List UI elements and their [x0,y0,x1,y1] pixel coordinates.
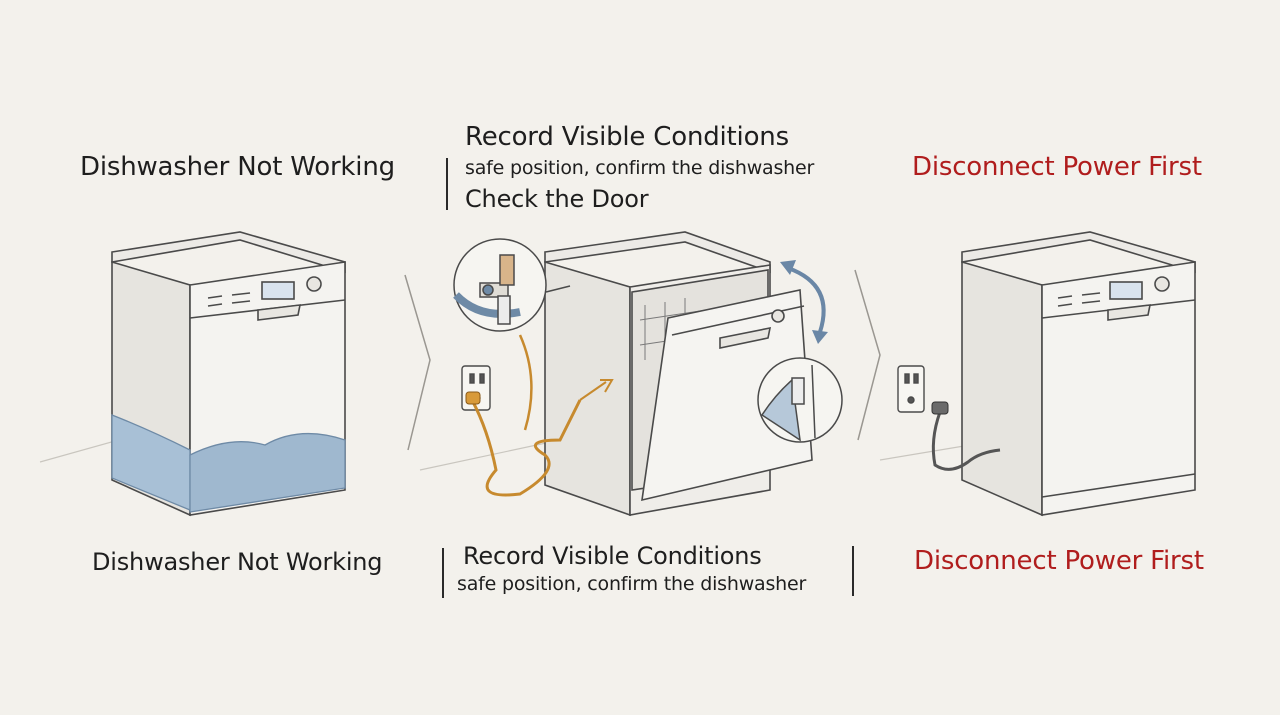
dishwasher-middle [544,231,813,517]
plug-orange [465,391,481,405]
wall-outlet-right [897,365,925,413]
middle-heading: Record Visible Conditions [465,122,789,152]
plug-unplugged [931,401,949,415]
dishwasher-right [961,231,1196,517]
water-valve-inset [453,238,571,332]
caption-divider-left [442,548,444,598]
door-latch-inset [757,357,843,443]
middle-heading-divider [446,158,448,210]
power-cord-unplugged [931,411,1001,471]
caption-divider-right [852,546,854,596]
middle-step-label: Check the Door [465,185,649,213]
middle-subline: safe position, confirm the dishwasher [465,157,815,179]
right-caption: Disconnect Power First [914,546,1204,576]
right-title: Disconnect Power First [912,152,1202,182]
door-open-arrow [780,260,828,344]
left-caption: Dishwasher Not Working [92,548,383,576]
power-cord-orange [470,334,614,497]
middle-caption-subline: safe position, confirm the dishwasher [457,573,807,595]
middle-caption-heading: Record Visible Conditions [463,542,762,570]
water-leak [111,414,346,513]
step-separator-chevrons [404,269,881,451]
left-title: Dishwasher Not Working [80,152,395,182]
